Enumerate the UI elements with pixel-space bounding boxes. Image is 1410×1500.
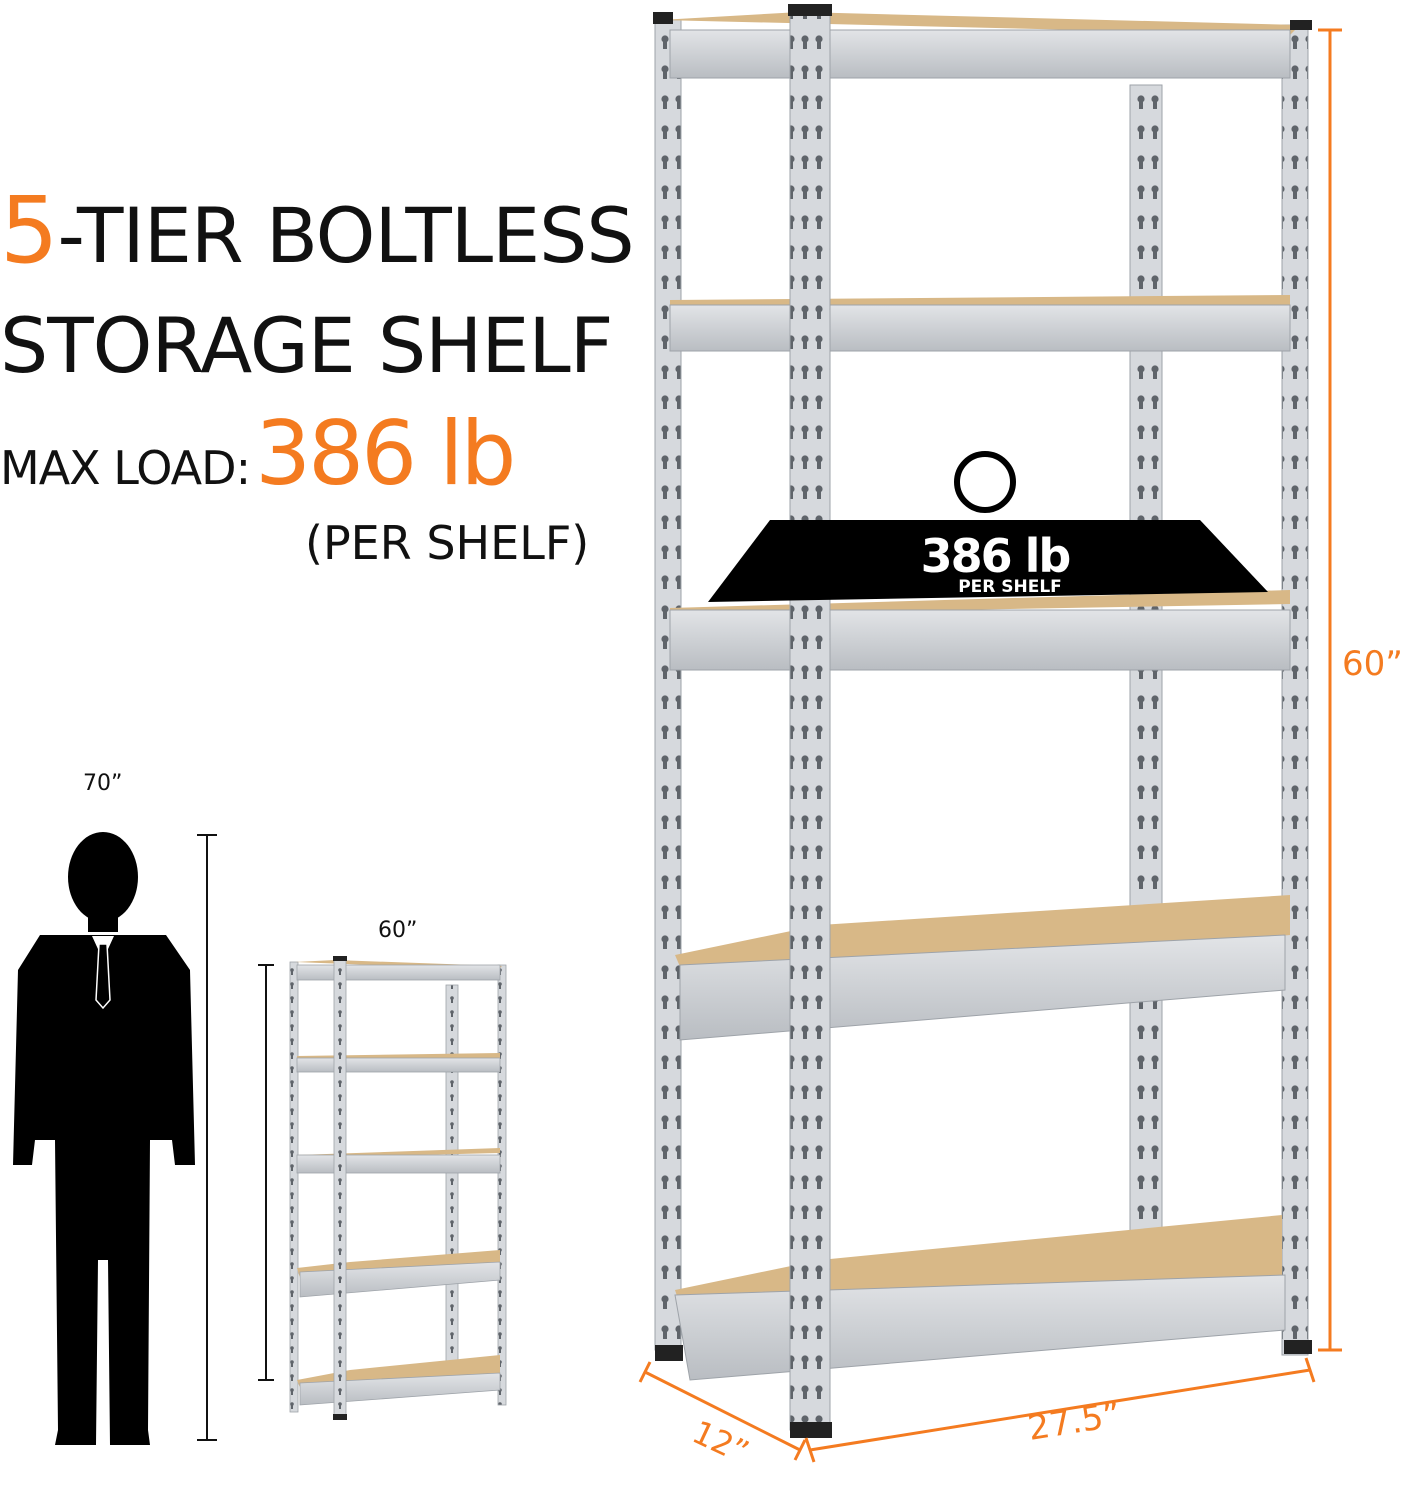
shelf-tier-4 (675, 895, 1290, 1041)
back-post-right-edge (1281, 24, 1309, 1356)
per-shelf-note: (PER SHELF) (305, 516, 590, 570)
person-tie (92, 936, 114, 1010)
weight-badge-value: 386 lb (921, 529, 1070, 583)
tier-number: 5 (0, 177, 59, 284)
person-height-line (197, 834, 217, 1441)
person-height-label: 70” (83, 771, 122, 796)
max-load-value: 386 lb (255, 402, 516, 505)
back-post-left-edge (654, 19, 682, 1351)
small-shelf-height-line (258, 964, 274, 1381)
cap-right (1290, 20, 1312, 30)
cap-left (653, 12, 673, 24)
depth-dimension (638, 1361, 807, 1461)
foot-front (790, 1422, 832, 1438)
shelf-tier-1 (660, 12, 1300, 79)
max-load-label: MAX LOAD: (0, 441, 251, 495)
headline-line-1-text: -TIER BOLTLESS (57, 191, 635, 280)
foot-left (655, 1345, 683, 1361)
weight-badge: 386 lb PER SHELF (708, 451, 1268, 602)
shelf-tier-3 (669, 590, 1291, 671)
headline-line-1: 5-TIER BOLTLESS (0, 185, 635, 280)
weight-badge-caption: PER SHELF (958, 577, 1062, 597)
shelf-tier-2 (669, 295, 1291, 352)
height-dimension (1318, 28, 1342, 1352)
person-silhouette (13, 832, 195, 1445)
weight-block (708, 520, 1268, 602)
large-shelf-unit (653, 4, 1312, 1438)
foot-right (1284, 1340, 1312, 1354)
width-label: 27.5” (1025, 1395, 1123, 1449)
cap-front (788, 4, 832, 16)
width-dimension (804, 1357, 1316, 1463)
small-shelf-height-label: 60” (378, 918, 417, 943)
height-label: 60” (1342, 644, 1403, 684)
small-shelf-unit (289, 956, 507, 1420)
weight-handle-icon (954, 451, 1016, 513)
headline-line-2: STORAGE SHELF (0, 301, 613, 390)
shelf-tier-5 (674, 1215, 1286, 1381)
max-load: MAX LOAD: 386 lb (0, 410, 516, 498)
front-post-left (789, 9, 831, 1431)
